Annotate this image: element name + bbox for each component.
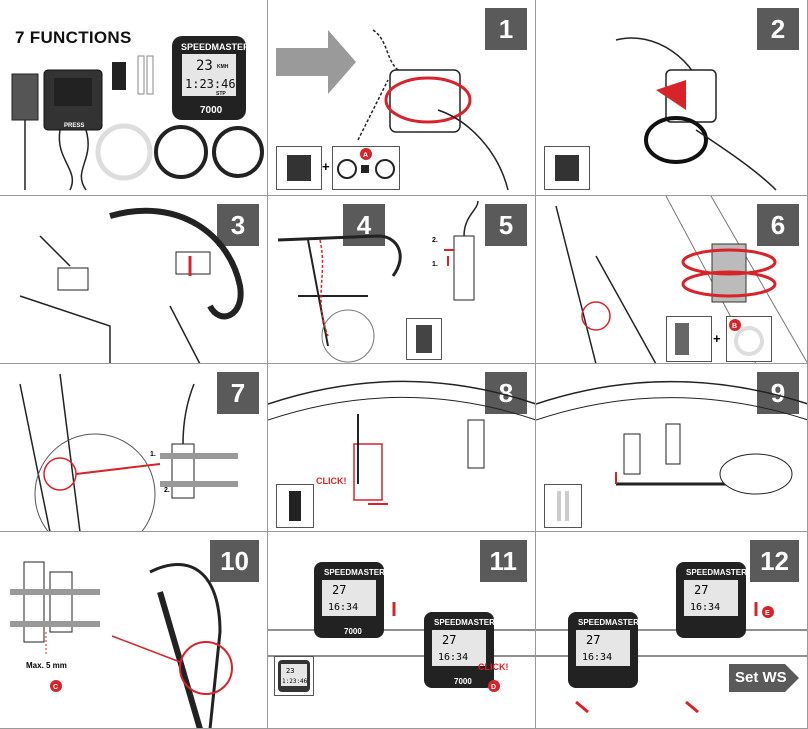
step-11-inset: 23 1:23:46 xyxy=(274,656,314,696)
arrow-label-2: 2. xyxy=(164,487,170,494)
svg-text:+: + xyxy=(713,332,721,344)
step-9-illustration xyxy=(536,380,807,495)
step-6-ring-inset: B xyxy=(726,316,772,362)
step-12-panel: 12 SPEEDMASTER 27 16:34 SPEEDMASTER 27 1… xyxy=(536,532,808,729)
device-brand-label: SPEEDMASTER xyxy=(686,568,747,577)
step-1-inset xyxy=(276,146,322,190)
step-number: 4 xyxy=(343,204,385,246)
max-distance-label: Max. 5 mm xyxy=(26,661,67,670)
step-7-illustration: 1. 2. xyxy=(19,373,238,531)
marker-b: B xyxy=(732,323,737,330)
marker-e: E xyxy=(765,610,770,617)
lcd-time: 16:34 xyxy=(690,602,720,613)
lcd-time: 16:34 xyxy=(328,602,358,613)
plus-sign: + xyxy=(322,160,330,172)
click-label: CLICK! xyxy=(316,476,347,486)
step-1-panel: 1 A + xyxy=(268,0,536,196)
step-number: 7 xyxy=(217,372,259,414)
step-3-panel: 3 xyxy=(0,196,268,364)
lcd-mode: STP xyxy=(216,91,226,97)
page-title: 7 FUNCTIONS xyxy=(15,28,132,47)
step-3-illustration xyxy=(19,207,244,363)
step-1-rings-inset: A xyxy=(332,146,400,190)
arrow-label-1: 1. xyxy=(150,451,156,458)
step-2-illustration xyxy=(615,37,777,191)
device-brand-label: SPEEDMASTER xyxy=(434,618,495,627)
step-number: 3 xyxy=(217,204,259,246)
lcd-speed: 27 xyxy=(586,633,600,647)
step-8-panel: 8 CLICK! xyxy=(268,364,536,532)
device-brand-label: SPEEDMASTER xyxy=(578,618,639,627)
step-2-inset xyxy=(544,146,590,190)
intro-panel: 7 FUNCTIONS PRESS SPEEDMASTER 23 KMH 1: xyxy=(0,0,268,196)
mount-press-label: PRESS xyxy=(64,123,84,129)
step-number: 6 xyxy=(757,204,799,246)
step-2-panel: 2 xyxy=(536,0,808,196)
arrow-label-2: 2. xyxy=(432,237,438,244)
plus-sign: + xyxy=(713,332,721,344)
step-number: 11 xyxy=(479,540,527,582)
svg-text:+: + xyxy=(322,160,330,172)
step-number: 9 xyxy=(757,372,799,414)
lcd-time: 16:34 xyxy=(582,652,612,663)
step-9-panel: 9 xyxy=(536,364,808,532)
lcd-time: 1:23:46 xyxy=(185,77,236,91)
step-number: 2 xyxy=(757,8,799,50)
lcd-speed: 27 xyxy=(442,633,456,647)
step-8-inset xyxy=(276,484,314,528)
device-model-label: 7000 xyxy=(200,105,223,116)
step-number: 10 xyxy=(210,540,259,582)
marker-d: D xyxy=(491,684,496,691)
lcd-unit: KMH xyxy=(217,64,229,70)
step-8-illustration: CLICK! xyxy=(268,380,535,505)
components-illustration: PRESS SPEEDMASTER 23 KMH 1:23:46 STP 700… xyxy=(11,36,264,191)
marker-a: A xyxy=(363,152,368,159)
step-6-inset xyxy=(666,316,712,362)
device-brand-label: SPEEDMASTER xyxy=(324,568,385,577)
step-7-panel: 7 1. 2. xyxy=(0,364,268,532)
step-6-panel: 6 B + xyxy=(536,196,808,364)
device-brand-label: SPEEDMASTER xyxy=(181,42,250,52)
step-4-5-illustration: 2. 1. xyxy=(277,200,479,363)
click-label: CLICK! xyxy=(478,662,509,672)
step-number: 1 xyxy=(485,8,527,50)
step-number: 12 xyxy=(750,540,799,582)
step-12-illustration: SPEEDMASTER 27 16:34 SPEEDMASTER 27 16:3… xyxy=(536,562,807,714)
step-5-inset xyxy=(406,318,442,360)
step-4-5-panel: 4 5 2. 1. xyxy=(268,196,536,364)
set-ws-label: Set WS xyxy=(729,664,799,692)
device-model-label: 7000 xyxy=(454,677,472,686)
step-9-inset xyxy=(544,484,582,528)
marker-c: C xyxy=(53,684,58,691)
inset-lcd-top: 23 xyxy=(286,667,294,675)
step-11-illustration: SPEEDMASTER 27 16:34 7000 SPEEDMASTER 27… xyxy=(268,562,535,692)
step-number: 5 xyxy=(485,204,527,246)
step-11-panel: 11 SPEEDMASTER 27 16:34 7000 SPEEDMASTER… xyxy=(268,532,536,729)
lcd-speed: 27 xyxy=(332,583,346,597)
lcd-speed: 23 xyxy=(196,58,213,74)
arrow-label-1: 1. xyxy=(432,261,438,268)
step-1-illustration xyxy=(276,29,509,191)
lcd-speed: 27 xyxy=(694,583,708,597)
step-10-illustration: Max. 5 mm C xyxy=(10,561,233,728)
device-model-label: 7000 xyxy=(344,627,362,636)
step-10-panel: 10 Max. 5 mm C xyxy=(0,532,268,729)
inset-lcd-bottom: 1:23:46 xyxy=(282,678,308,685)
lcd-time: 16:34 xyxy=(438,652,468,663)
